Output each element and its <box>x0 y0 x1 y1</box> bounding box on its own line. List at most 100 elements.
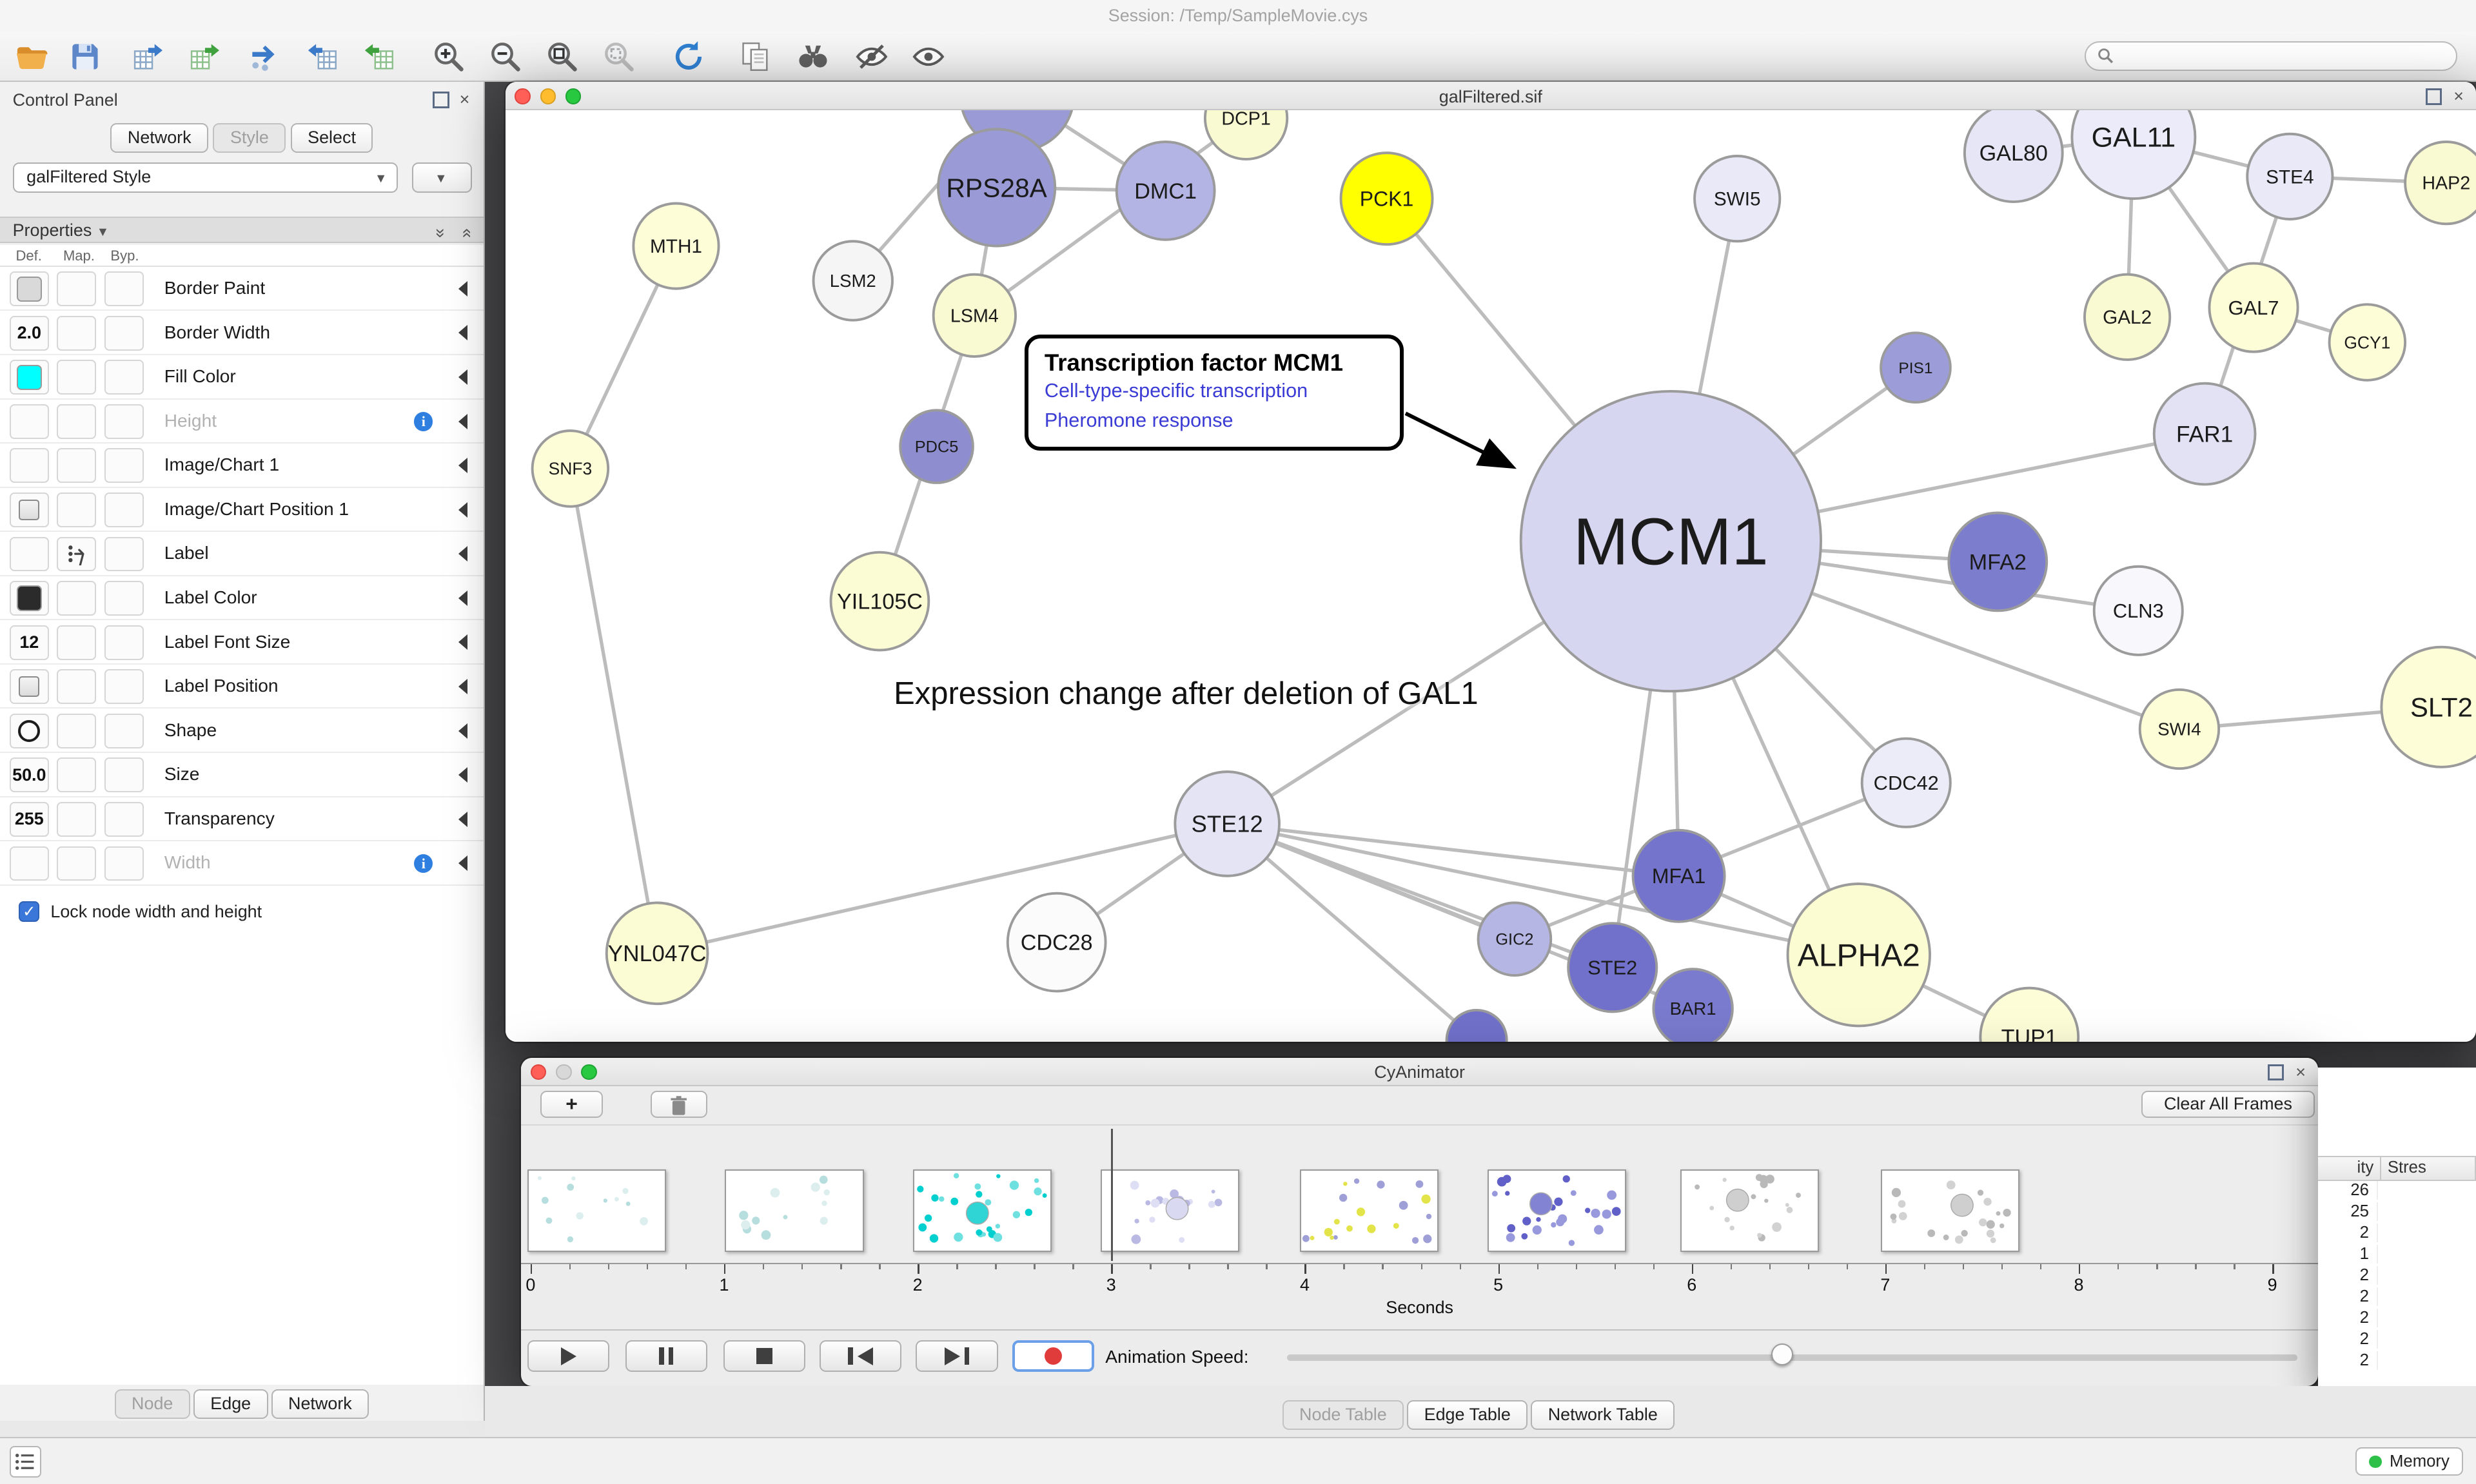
table-row[interactable]: 25 <box>2318 1202 2476 1224</box>
frame-thumbnail-6[interactable] <box>1680 1169 1820 1252</box>
edge-STE12-MFA1[interactable] <box>1226 822 1679 878</box>
node-GAL7[interactable] <box>2208 262 2299 354</box>
node-MTH1[interactable] <box>632 202 720 291</box>
minimize-window-button[interactable] <box>556 1064 572 1080</box>
import-network-icon[interactable] <box>130 38 168 76</box>
export-network-icon[interactable] <box>303 38 341 76</box>
node-DCP1[interactable] <box>1203 110 1288 161</box>
tab-edge-style[interactable]: Edge <box>193 1389 268 1419</box>
node-PDC5[interactable] <box>898 409 974 485</box>
playhead[interactable] <box>1111 1128 1113 1262</box>
node-SWI4[interactable] <box>2138 688 2220 770</box>
node-SNF3[interactable] <box>531 429 609 509</box>
import-table-icon[interactable] <box>186 38 224 76</box>
frame-thumbnail-0[interactable] <box>527 1169 667 1252</box>
close-panel-icon[interactable]: × <box>459 90 470 110</box>
expand-property-icon[interactable] <box>458 634 468 650</box>
zoom-window-button[interactable] <box>581 1064 597 1080</box>
record-button[interactable] <box>1012 1340 1095 1372</box>
node-MFA1[interactable] <box>1631 829 1726 924</box>
byp-cell[interactable] <box>104 713 144 748</box>
pause-button[interactable] <box>625 1340 708 1372</box>
def-cell[interactable] <box>9 581 49 616</box>
def-cell[interactable]: 12 <box>9 625 49 660</box>
search-field[interactable] <box>2084 41 2457 72</box>
skip-to-end-button[interactable] <box>916 1340 998 1372</box>
column-header[interactable]: ity <box>2318 1155 2382 1181</box>
tab-select[interactable]: Select <box>290 123 373 153</box>
tab-node-style[interactable]: Node <box>114 1389 190 1419</box>
map-cell[interactable] <box>57 536 97 572</box>
edge-STE12-NODE_X[interactable] <box>1226 823 1478 1042</box>
style-options-button[interactable]: ▼ <box>412 162 473 193</box>
expand-property-icon[interactable] <box>458 413 468 429</box>
def-cell[interactable]: 50.0 <box>9 757 49 793</box>
float-window-icon[interactable] <box>2268 1064 2283 1080</box>
node-RPS28A[interactable] <box>936 128 1056 248</box>
byp-cell[interactable] <box>104 581 144 616</box>
map-cell[interactable] <box>57 669 97 705</box>
close-view-icon[interactable]: × <box>2453 86 2464 106</box>
node-FAR1[interactable] <box>2152 382 2257 486</box>
map-cell[interactable] <box>57 846 97 881</box>
map-cell[interactable] <box>57 757 97 793</box>
expand-property-icon[interactable] <box>458 590 468 606</box>
map-cell[interactable] <box>57 713 97 748</box>
delete-frame-button[interactable] <box>650 1091 708 1118</box>
tab-network-table[interactable]: Network Table <box>1531 1400 1675 1430</box>
map-cell[interactable] <box>57 493 97 527</box>
edge-YNL047C-STE12[interactable] <box>656 822 1228 955</box>
close-window-button[interactable] <box>515 88 531 104</box>
node-YIL105C[interactable] <box>829 551 930 652</box>
export-table-icon[interactable] <box>360 38 398 76</box>
open-icon[interactable] <box>13 38 51 76</box>
node-STE4[interactable] <box>2245 133 2334 221</box>
map-cell[interactable] <box>57 315 97 351</box>
minimize-window-button[interactable] <box>540 88 556 104</box>
def-cell[interactable]: 255 <box>9 801 49 837</box>
byp-cell[interactable] <box>104 493 144 527</box>
byp-cell[interactable] <box>104 846 144 881</box>
def-cell[interactable] <box>9 493 49 527</box>
float-window-icon[interactable] <box>2426 88 2441 104</box>
memory-button[interactable]: Memory <box>2355 1447 2464 1476</box>
byp-cell[interactable] <box>104 360 144 395</box>
node-PCK1[interactable] <box>1339 151 1434 246</box>
frame-thumbnail-4[interactable] <box>1299 1169 1439 1252</box>
play-button[interactable] <box>527 1340 610 1372</box>
table-row[interactable]: 2 <box>2318 1266 2476 1287</box>
expand-property-icon[interactable] <box>458 855 468 872</box>
add-frame-button[interactable]: + <box>540 1091 604 1118</box>
node-TUP1[interactable] <box>1979 987 2079 1042</box>
def-cell[interactable] <box>9 404 49 439</box>
byp-cell[interactable] <box>104 801 144 837</box>
node-SLT2[interactable] <box>2380 646 2476 769</box>
def-cell[interactable] <box>9 536 49 572</box>
skip-to-start-button[interactable] <box>820 1340 902 1372</box>
task-history-button[interactable] <box>9 1445 41 1478</box>
node-MCM1[interactable] <box>1519 390 1822 693</box>
refresh-icon[interactable] <box>669 38 707 76</box>
table-row[interactable]: 26 <box>2318 1180 2476 1202</box>
byp-cell[interactable] <box>104 404 144 439</box>
def-cell[interactable] <box>9 360 49 395</box>
annotation-link-1[interactable]: Cell-type-specific transcription <box>1044 380 1308 402</box>
node-LSM4[interactable] <box>932 273 1017 358</box>
frame-thumbnail-2[interactable] <box>912 1169 1052 1252</box>
edge-DCP1-LSM4[interactable] <box>973 117 1247 317</box>
map-cell[interactable] <box>57 581 97 616</box>
table-row[interactable]: 2 <box>2318 1351 2476 1372</box>
expand-property-icon[interactable] <box>458 811 468 827</box>
map-cell[interactable] <box>57 404 97 439</box>
expand-property-icon[interactable] <box>458 325 468 341</box>
frames-timeline[interactable] <box>521 1124 2319 1264</box>
column-header[interactable]: Stres <box>2381 1155 2476 1181</box>
edge-STE12-ALPHA2[interactable] <box>1226 822 1859 957</box>
speed-slider-thumb[interactable] <box>1771 1343 1794 1366</box>
close-window-button[interactable] <box>530 1064 547 1080</box>
node-CLN3[interactable] <box>2092 565 2184 657</box>
hide-selected-icon[interactable] <box>852 38 890 76</box>
node-HAP2[interactable] <box>2403 141 2476 226</box>
lock-size-checkbox[interactable]: ✓ <box>19 901 40 923</box>
zoom-window-button[interactable] <box>565 88 582 104</box>
